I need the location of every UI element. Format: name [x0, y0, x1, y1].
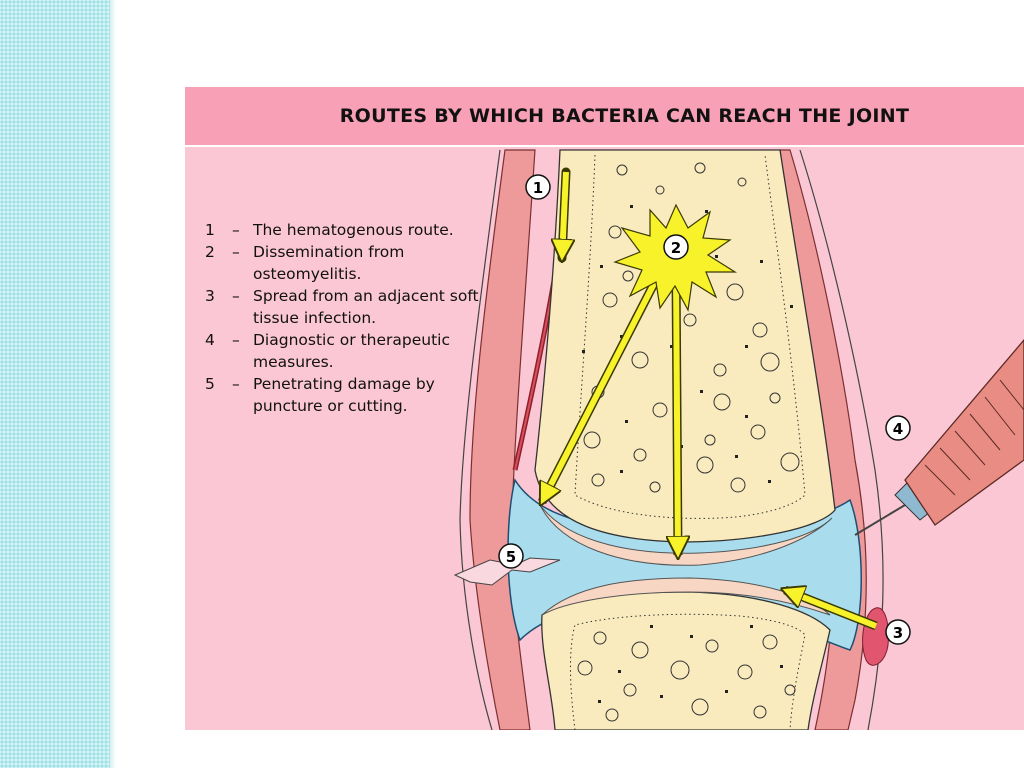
legend-dash: –: [232, 331, 240, 349]
legend: 1 – The hematogenous route. 2 – Dissemin…: [205, 219, 505, 417]
lower-marrow-boundary: [569, 613, 806, 730]
marker-1-label: 1: [533, 179, 543, 197]
marker-2-label: 2: [671, 239, 681, 257]
legend-dash: –: [232, 243, 240, 261]
upper-marrow-boundary: [574, 154, 806, 519]
legend-text: Diagnostic or therapeutic measures.: [253, 331, 450, 371]
arrow-route-1-fill: [562, 171, 566, 258]
legend-text: Dissemination from osteomyelitis.: [253, 243, 405, 283]
legend-item-3: 3 – Spread from an adjacent soft tissue …: [205, 285, 505, 329]
legend-dash: –: [232, 375, 240, 393]
legend-item-1: 1 – The hematogenous route.: [205, 219, 505, 241]
arrow-route-3-fill: [785, 590, 878, 629]
arrow-route-2a-fill: [542, 270, 663, 502]
soft-tissue-abscess: [862, 607, 889, 666]
legend-number: 5: [205, 375, 215, 393]
marrow-dots: [582, 205, 793, 703]
skin-outline-left: [459, 149, 501, 730]
arrow-route-2b-fill: [676, 271, 678, 555]
marrow-texture: [577, 162, 800, 722]
legend-dash: –: [232, 221, 240, 239]
title-bar: ROUTES BY WHICH BACTERIA CAN REACH THE J…: [185, 87, 1024, 147]
upper-cartilage: [539, 504, 833, 566]
marker-4-label: 4: [893, 420, 903, 438]
legend-text: Penetrating damage by puncture or cuttin…: [253, 375, 435, 415]
legend-text: Spread from an adjacent soft tissue infe…: [253, 287, 479, 327]
slide-panel: ROUTES BY WHICH BACTERIA CAN REACH THE J…: [185, 87, 1024, 730]
route-arrows: [537, 167, 878, 631]
legend-item-2: 2 – Dissemination from osteomyelitis.: [205, 241, 505, 285]
legend-item-5: 5 – Penetrating damage by puncture or cu…: [205, 373, 505, 417]
legend-item-4: 4 – Diagnostic or therapeutic measures.: [205, 329, 505, 373]
diagram-title: ROUTES BY WHICH BACTERIA CAN REACH THE J…: [339, 105, 910, 127]
syringe: [854, 338, 1024, 536]
marker-5-label: 5: [506, 548, 516, 566]
legend-text: The hematogenous route.: [253, 221, 454, 239]
legend-number: 4: [205, 331, 215, 349]
side-strip-edge: [110, 0, 116, 768]
joint-diagram: 1 2 3 4 5: [453, 149, 1024, 730]
legend-number: 1: [205, 221, 215, 239]
marker-4: 4: [885, 415, 911, 441]
marker-2: 2: [663, 234, 689, 260]
marker-5: 5: [498, 543, 524, 569]
joint-capsule-left: [469, 149, 536, 730]
marker-1: 1: [525, 174, 551, 200]
decorative-side-strip: [0, 0, 110, 768]
legend-dash: –: [232, 287, 240, 305]
marker-3-label: 3: [893, 624, 903, 642]
marker-3: 3: [885, 619, 911, 645]
lower-cartilage: [541, 577, 831, 616]
legend-number: 2: [205, 243, 215, 261]
legend-number: 3: [205, 287, 215, 305]
